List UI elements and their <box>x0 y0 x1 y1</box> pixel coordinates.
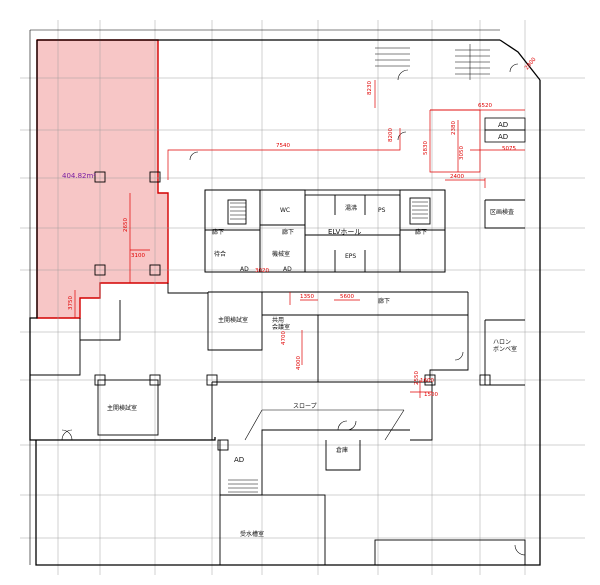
dim-5075: 5075 <box>502 146 516 152</box>
room-waiting: 待合 <box>214 250 226 258</box>
room-corridor4: 廊下 <box>415 228 427 236</box>
ad-shafts <box>484 117 526 143</box>
dimension-lines <box>74 80 525 398</box>
room-wc: WC <box>280 207 290 214</box>
inner-walls <box>30 199 526 566</box>
dim-3750: 3750 <box>68 296 74 310</box>
core-block <box>204 189 446 273</box>
room-mech: 機械室 <box>272 250 290 258</box>
room-ps: PS <box>378 207 386 214</box>
dim-2550: 2550 <box>414 371 420 385</box>
room-slope: スロープ <box>293 403 317 410</box>
stairs <box>228 44 490 493</box>
dim-8230: 8230 <box>367 81 373 95</box>
room-equip: 区画検査 <box>490 208 514 216</box>
highlighted-area[interactable] <box>36 39 169 319</box>
room-reception: 受水槽室 <box>240 530 264 538</box>
room-ad-small2: AD <box>283 266 292 273</box>
dim-3050: 3050 <box>459 146 465 160</box>
dim-4700: 4700 <box>281 331 287 345</box>
room-corridor2: 廊下 <box>282 228 294 236</box>
slope-arrow <box>244 409 405 441</box>
room-halon: ハロンボンベ室 <box>493 339 517 353</box>
dim-4000: 4000 <box>296 356 302 370</box>
room-corridor1: 廊下 <box>212 228 224 236</box>
room-ad-top: AD <box>498 121 508 129</box>
dim-5830: 5830 <box>423 141 429 155</box>
area-label: 404.82m² <box>62 172 96 180</box>
dim-8200: 8200 <box>388 128 394 142</box>
dim-3100: 3100 <box>131 253 145 259</box>
dim-5600: 5600 <box>340 294 354 300</box>
dimension-texts: 7540 8200 8230 6520 2380 3050 5075 5830 … <box>68 56 538 398</box>
dim-1350: 1350 <box>300 294 314 300</box>
dim-3020: 3020 <box>255 268 269 274</box>
room-ad-bottom: AD <box>234 456 244 464</box>
dim-2380: 2380 <box>451 121 457 135</box>
dim-6520: 6520 <box>478 103 492 109</box>
columns <box>94 171 491 451</box>
dim-7540: 7540 <box>276 143 290 149</box>
dim-1500: 1500 <box>424 392 438 398</box>
room-kitchen: 湯沸 <box>345 204 357 212</box>
dim-2400: 2400 <box>450 174 464 180</box>
room-ad-top2: AD <box>498 133 508 141</box>
dim-2650: 2650 <box>123 218 129 232</box>
room-office-a: 主開検試室 <box>218 316 248 324</box>
room-shared: 共用会議室 <box>272 316 290 331</box>
room-elv-hall: ELVホール <box>328 228 361 236</box>
room-corridor3: 廊下 <box>378 297 390 305</box>
room-office-b: 主開検試室 <box>107 404 137 412</box>
room-eps: EPS <box>345 253 356 260</box>
room-storage: 倉庫 <box>336 446 348 454</box>
dim-1600: 1600 <box>420 378 434 384</box>
room-ad-small1: AD <box>240 266 249 273</box>
grid-lines <box>20 20 585 575</box>
room-labels: AD AD ELVホール 廊下 廊下 廊下 廊下 WC PS 湯沸 EPS 機械… <box>107 121 517 538</box>
